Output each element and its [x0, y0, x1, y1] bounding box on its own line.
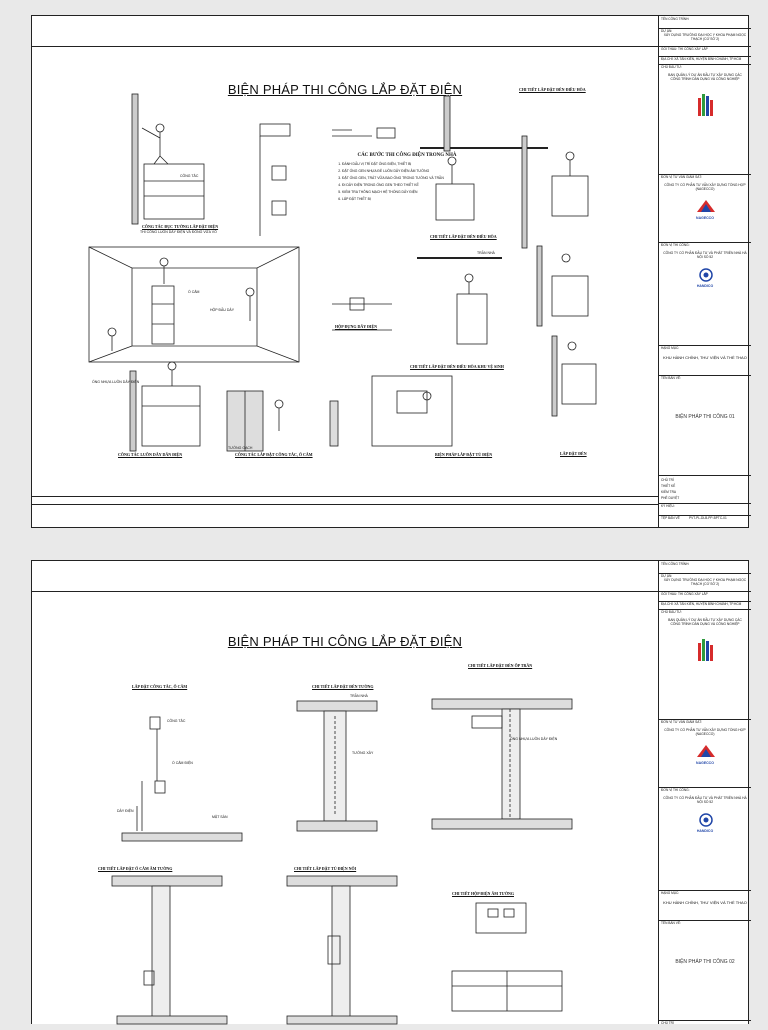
- caption-wall-light: CHI TIẾT LẮP ĐẶT ĐÈN TƯỜNG: [312, 684, 374, 689]
- investor-name: BAN QUẢN LÝ DỰ ÁN ĐẦU TƯ XÂY DỰNG CÁC CÔ…: [668, 618, 742, 626]
- step-item: ĐI DÂY ĐIỆN TRONG ỐNG GEN THEO THIẾT KẾ: [342, 182, 482, 189]
- investor-logo-icon: [698, 94, 713, 116]
- drawing-label: TÊN BẢN VẼ:: [661, 921, 681, 925]
- caption-ceiling-light: CHI TIẾT LẮP ĐẶT ĐÈN ĐIỀU HÒA: [430, 234, 497, 239]
- consultant-logo-text: NAGECCO: [696, 761, 714, 765]
- investor-logo-icon: [698, 639, 713, 661]
- construction-steps: CÁC BƯỚC THI CÔNG ĐIỆN TRONG NHÀ ĐÁNH DẤ…: [332, 153, 482, 203]
- note-junction-box: HỘP ĐẤU DÂY: [210, 308, 235, 312]
- note-ceiling: TRẦN NHÀ: [350, 694, 368, 698]
- contractor-logo-icon: [699, 813, 713, 827]
- note-switch: CÔNG TẮC: [167, 719, 186, 723]
- sheet-top-strip: [32, 16, 658, 47]
- step-item: ĐẶT ỐNG GEN NHỰA ĐỂ LUỒN DÂY ĐIỆN ÂM TƯỜ…: [342, 168, 482, 175]
- step-item: ĐÁNH DẤU VỊ TRÍ ĐẶT ỐNG ĐIỆN, THIẾT BỊ: [342, 161, 482, 168]
- drawing-name: BIỆN PHÁP THI CÔNG 01: [675, 414, 735, 420]
- file-name: PVT-PL-DLB-PP-BPTC-01: [689, 516, 727, 520]
- drawing-label: TÊN BẢN VẼ:: [661, 376, 681, 380]
- caption-wall-chasing-sub: THI CÔNG LUỒN DÂY ĐIỆN VÀ ĐÓNG VỮA VÔ: [140, 230, 217, 234]
- item-label: HẠNG MỤC:: [661, 346, 680, 350]
- project-label: TÊN CÔNG TRÌNH:: [661, 17, 690, 21]
- contractor-name: CÔNG TY CỔ PHẦN ĐẦU TƯ VÀ PHÁT TRIỂN NHÀ…: [663, 796, 747, 804]
- caption-box-detail: CHI TIẾT HỘP ĐIỆN ÂM TƯỜNG: [452, 891, 514, 896]
- caption-ceiling-detail: CHI TIẾT LẮP ĐẶT ĐÈN ĐIỀU HÒA: [519, 87, 586, 92]
- consultant-logo-text: NAGECCO: [696, 216, 714, 220]
- contractor-logo-icon: [699, 268, 713, 282]
- project-label-2: DỰ ÁN:: [661, 29, 673, 33]
- consultant-label: ĐƠN VỊ TƯ VẤN GIÁM SÁT:: [661, 720, 702, 724]
- sign-row: CHỦ TRÌ: [661, 478, 674, 482]
- step-item: ĐẶT ỐNG GEN, TRÁT VỮA BAO ỐNG TRONG TƯỜN…: [342, 175, 482, 182]
- title-block: TÊN CÔNG TRÌNH: DỰ ÁN: XÂY DỰNG TRƯỜNG Đ…: [658, 561, 751, 1025]
- caption-wc-light: CHI TIẾT LẮP ĐẶT ĐÈN ĐIỀU HÒA KHU VỆ SIN…: [410, 364, 504, 369]
- drawing-area: BIỆN PHÁP THI CÔNG LẮP ĐẶT ĐIỆN CÔNG TÁC…: [32, 46, 658, 497]
- caption-socket-detail: CHI TIẾT LẮP ĐẶT Ổ CẮM ÂM TƯỜNG: [98, 866, 173, 871]
- sign-row: CHỦ TRÌ: [661, 1021, 674, 1025]
- item-name: KHU HÀNH CHÍNH, THƯ VIỆN VÀ THỂ THAO: [663, 355, 747, 360]
- caption-wiring: CÔNG TÁC LUỒN DÂY DẪN ĐIỆN: [118, 452, 183, 457]
- construction-details: [111, 698, 573, 1025]
- note-switch: CÔNG TẮC: [180, 174, 199, 178]
- investor-label: CHỦ ĐẦU TƯ:: [661, 610, 682, 614]
- caption-switch-socket: LẮP ĐẶT CÔNG TẮC, Ổ CẮM: [132, 684, 188, 689]
- caption-junction: HỘP ĐỰNG DÂY ĐIỆN: [335, 324, 378, 329]
- caption-panel-detail: CHI TIẾT LẮP ĐẶT TỦ ĐIỆN NỔI: [294, 866, 357, 871]
- note-wire: DÂY ĐIỆN: [117, 809, 134, 813]
- consultant-logo-icon: [697, 745, 715, 757]
- note-conduit: ỐNG NHỰA LUỒN DÂY ĐIỆN: [92, 380, 140, 384]
- construction-illustrations: [88, 93, 597, 452]
- item-label: HẠNG MỤC:: [661, 891, 680, 895]
- consultant-logo-icon: [697, 200, 715, 212]
- sheet-label: KÝ HIỆU:: [661, 504, 675, 508]
- note-wall: TƯỜNG GẠCH: [228, 446, 253, 450]
- consultant-name: CÔNG TY CỔ PHẦN TƯ VẤN XÂY DỰNG TỔNG HỢP…: [664, 728, 746, 736]
- sheet-title: BIỆN PHÁP THI CÔNG LẮP ĐẶT ĐIỆN: [227, 82, 463, 97]
- consultant-name: CÔNG TY CỔ PHẦN TƯ VẤN XÂY DỰNG TỔNG HỢP…: [664, 183, 746, 191]
- project-location: ĐỊA CHỈ: XÃ TÂN KIÊN, HUYỆN BÌNH CHÁNH, …: [661, 57, 742, 61]
- sign-row: KIỂM TRA: [661, 490, 676, 494]
- package-label: GÓI THẦU: THI CÔNG XÂY LẮP: [661, 47, 708, 51]
- project-label-2: DỰ ÁN:: [661, 574, 673, 578]
- project-location: ĐỊA CHỈ: XÃ TÂN KIÊN, HUYỆN BÌNH CHÁNH, …: [661, 602, 742, 606]
- file-label: TỆP BẢN VẼ: [661, 516, 680, 520]
- note-conduit: ỐNG NHỰA LUỒN DÂY ĐIỆN: [510, 737, 558, 741]
- sign-row: PHÊ DUYỆT: [661, 496, 680, 500]
- title-block: TÊN CÔNG TRÌNH: DỰ ÁN: XÂY DỰNG TRƯỜNG Đ…: [658, 16, 751, 527]
- contractor-label: ĐƠN VỊ THI CÔNG:: [661, 243, 690, 247]
- project-name: XÂY DỰNG TRƯỜNG ĐẠI HỌC Y KHOA PHẠM NGỌC…: [663, 578, 747, 586]
- step-item: KIỂM TRA THÔNG MẠCH HỆ THỐNG DÂY ĐIỆN: [342, 189, 482, 196]
- note-wall: TƯỜNG XÂY: [352, 751, 374, 755]
- contractor-label: ĐƠN VỊ THI CÔNG:: [661, 788, 690, 792]
- contractor-name: CÔNG TY CỔ PHẦN ĐẦU TƯ VÀ PHÁT TRIỂN NHÀ…: [663, 251, 747, 259]
- caption-panel: BIỆN PHÁP LẮP ĐẶT TỦ ĐIỆN: [435, 452, 493, 457]
- contractor-logo-text: HANDICO: [696, 829, 714, 833]
- drawing-area: BIỆN PHÁP THI CÔNG LẮP ĐẶT ĐIỆN LẮP ĐẶT …: [32, 591, 658, 1025]
- steps-title: CÁC BƯỚC THI CÔNG ĐIỆN TRONG NHÀ: [357, 153, 457, 158]
- project-name: XÂY DỰNG TRƯỜNG ĐẠI HỌC Y KHOA PHẠM NGỌC…: [663, 33, 747, 41]
- package-label: GÓI THẦU: THI CÔNG XÂY LẮP: [661, 592, 708, 596]
- consultant-label: ĐƠN VỊ TƯ VẤN GIÁM SÁT:: [661, 175, 702, 179]
- sheet-bottom-strip: [32, 496, 658, 527]
- sign-row: THIẾT KẾ: [661, 484, 676, 488]
- step-item: LẮP ĐẶT THIẾT BỊ: [342, 196, 482, 203]
- note-socket: Ổ CẮM: [188, 290, 200, 294]
- project-label: TÊN CÔNG TRÌNH:: [661, 562, 690, 566]
- note-floor: MẶT SÀN: [212, 815, 228, 819]
- caption-socket: CÔNG TÁC LẮP ĐẶT CÔNG TẮC, Ổ CẮM: [235, 452, 313, 457]
- contractor-logo-text: HANDICO: [696, 284, 714, 288]
- note-socket: Ổ CẮM ĐIỆN: [172, 761, 193, 765]
- sheet-title: BIỆN PHÁP THI CÔNG LẮP ĐẶT ĐIỆN: [227, 634, 463, 649]
- caption-ceiling-light: CHI TIẾT LẮP ĐẶT ĐÈN ỐP TRẦN: [468, 663, 533, 668]
- drawing-name: BIỆN PHÁP THI CÔNG 02: [675, 959, 735, 965]
- investor-label: CHỦ ĐẦU TƯ:: [661, 65, 682, 69]
- item-name: KHU HÀNH CHÍNH, THƯ VIỆN VÀ THỂ THAO: [663, 900, 747, 905]
- caption-wall-chasing: CÔNG TÁC ĐỤC TƯỜNG LẮP ĐẶT ĐIỆN: [142, 224, 219, 229]
- sheet-top-strip: [32, 561, 658, 592]
- investor-name: BAN QUẢN LÝ DỰ ÁN ĐẦU TƯ XÂY DỰNG CÁC CÔ…: [668, 73, 742, 81]
- drawing-sheet-1: BIỆN PHÁP THI CÔNG LẮP ĐẶT ĐIỆN CÔNG TÁC…: [31, 15, 751, 528]
- drawing-sheet-2: BIỆN PHÁP THI CÔNG LẮP ĐẶT ĐIỆN LẮP ĐẶT …: [31, 560, 751, 1025]
- caption-light: LẮP ĐẶT ĐÈN: [560, 451, 587, 456]
- note-ceiling: TRẦN NHÀ: [477, 251, 495, 255]
